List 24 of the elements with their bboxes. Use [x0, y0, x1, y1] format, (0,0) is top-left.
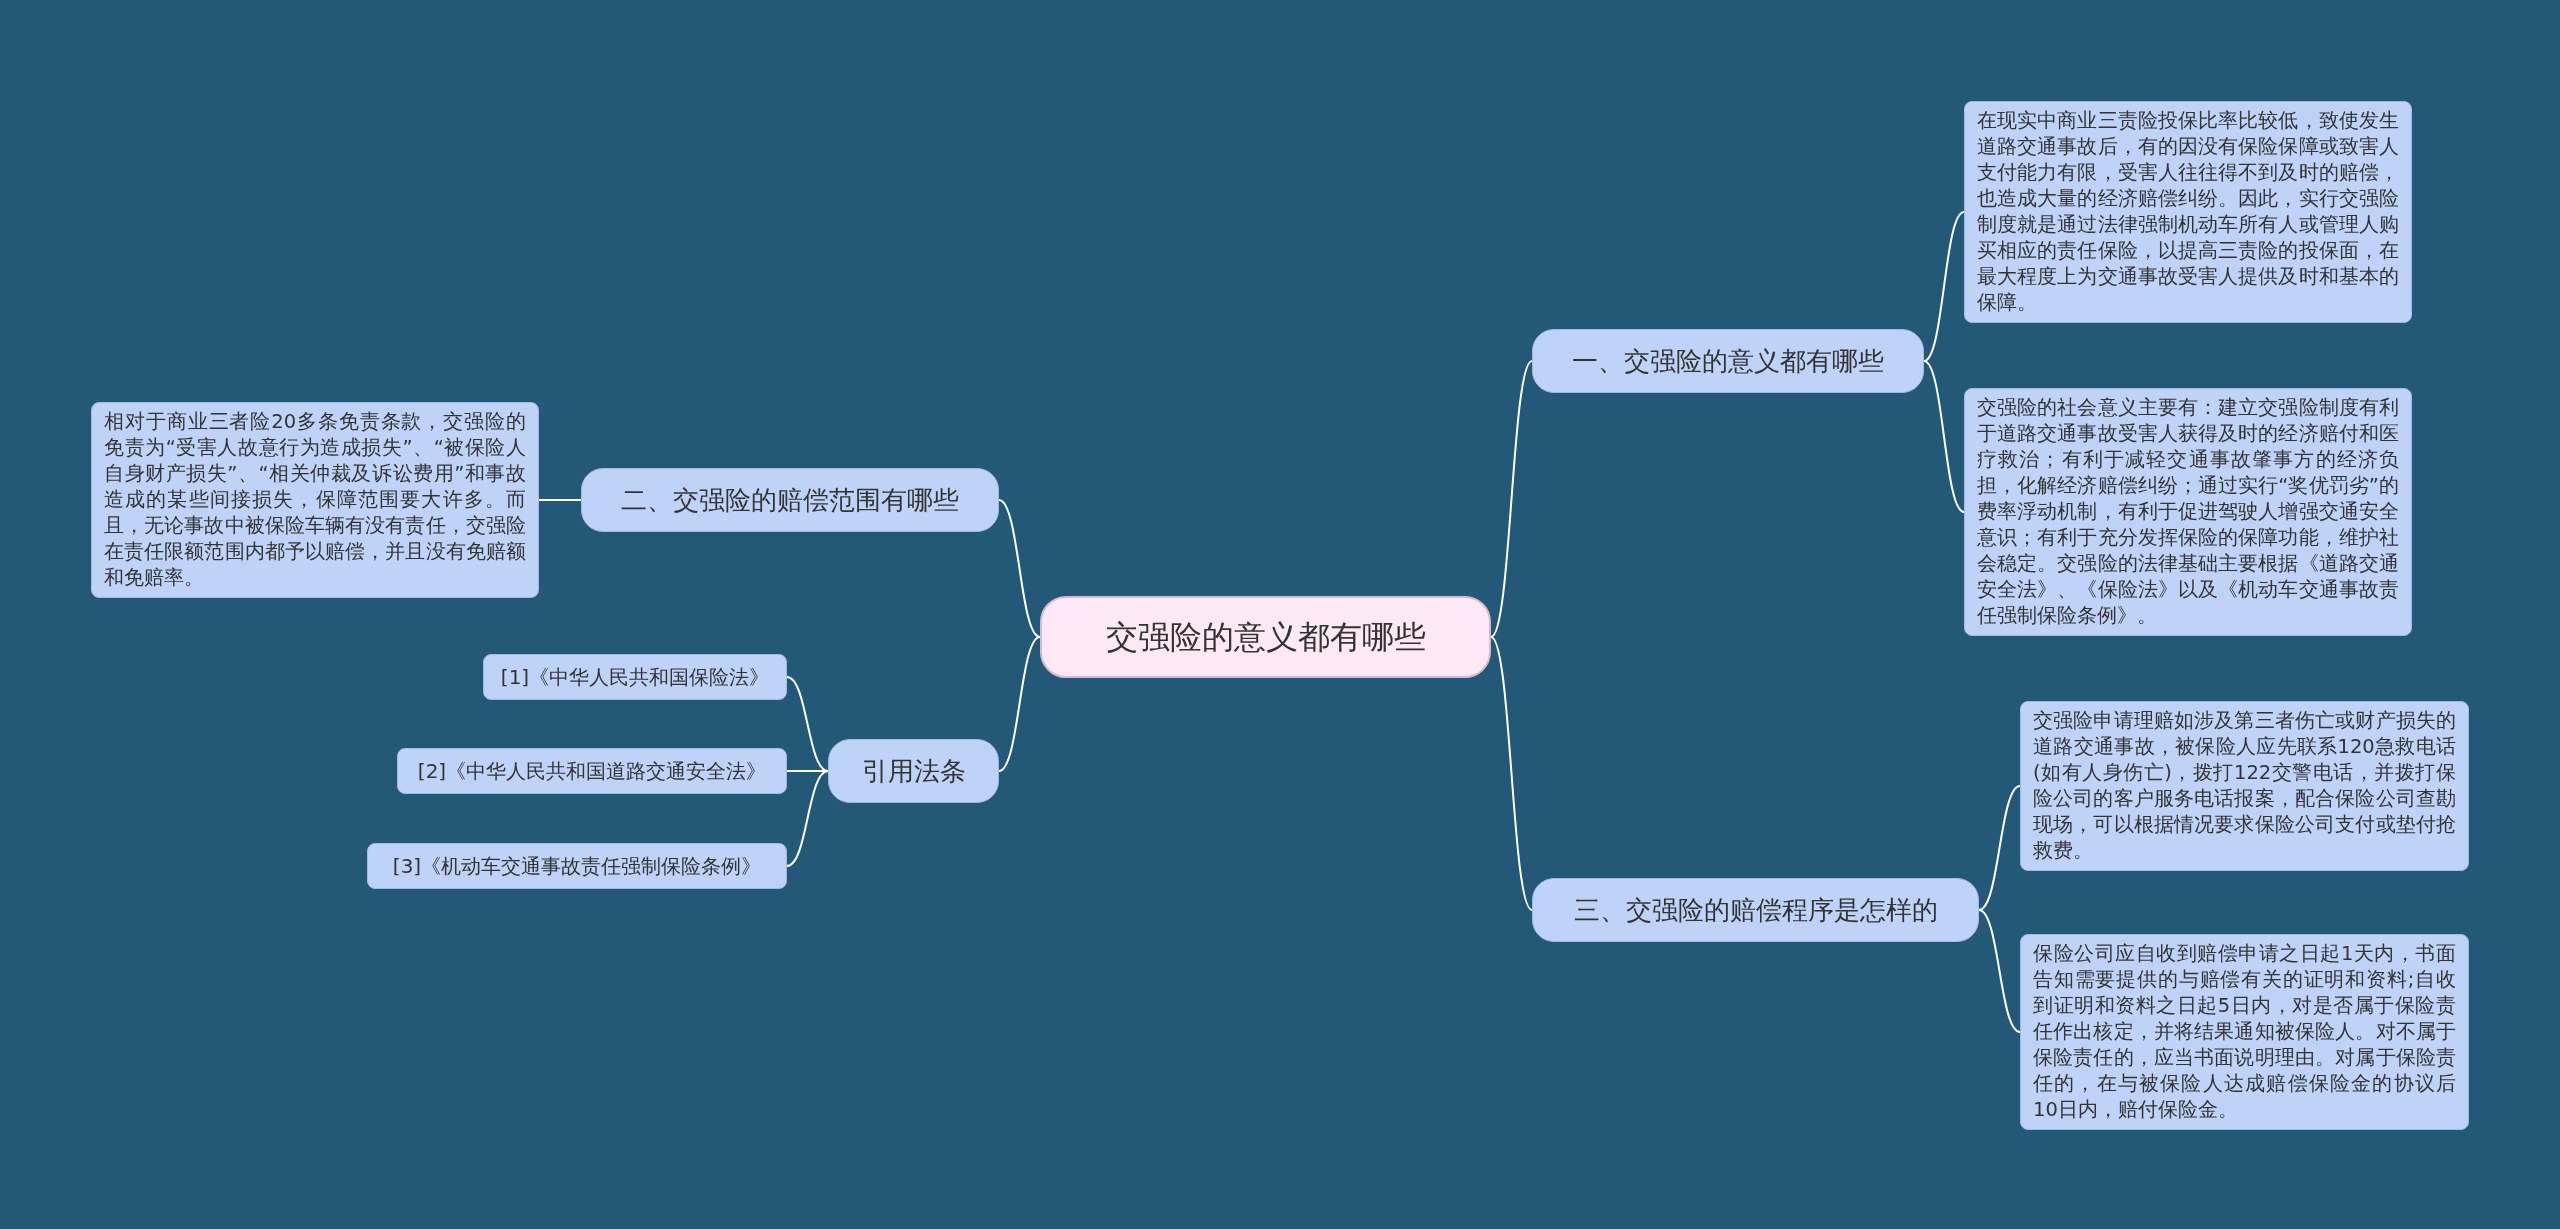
connector-line — [1490, 636, 1533, 911]
connector-line — [1490, 360, 1533, 638]
connector-line — [1978, 909, 2021, 1033]
detail-note: 相对于商业三者险20多条免责条款，交强险的免责为“受害人故意行为造成损失”、“被保险人自身财产损失”、“相关仲裁及诉讼费用”和事故造成的某些间接损失，保障范围要大许多。而且，无论事故中被保险车辆有没有责任，交强险在责任限额范围内都予以赔偿，并且没有免赔额和免赔率。 — [91, 402, 539, 598]
central-topic: 交强险的意义都有哪些 — [1040, 596, 1491, 678]
citation-box: [1]《中华人民共和国保险法》 — [483, 654, 787, 700]
citation-box: [2]《中华人民共和国道路交通安全法》 — [397, 748, 787, 794]
branch-topic: 一、交强险的意义都有哪些 — [1532, 329, 1924, 393]
branch-topic: 引用法条 — [828, 739, 999, 803]
connector-line — [1923, 360, 1965, 513]
detail-note: 交强险申请理赔如涉及第三者伤亡或财产损失的道路交通事故，被保险人应先联系120急救电话(如有人身伤亡)，拨打122交警电话，并拨打保险公司的客户服务电话报案，配合保险公司查勘现场，可以根据情况要求保险公司支付或垫付抢救费。 — [2020, 701, 2469, 871]
detail-note: 交强险的社会意义主要有：建立交强险制度有利于道路交通事故受害人获得及时的经济赔付和医疗救治；有利于减轻交通事故肇事方的经济负担，化解经济赔偿纠纷；通过实行“奖优罚劣”的费率浮动机制，有利于促进驾驶人增强交通安全意识；有利于充分发挥保险的保障功能，维护社会稳定。交强险的法律基础主要根据《道路交通安全法》、《保险法》以及《机动车交通事故责任强制保险条例》。 — [1964, 388, 2412, 636]
connector-line — [998, 636, 1041, 772]
connector-line — [538, 499, 582, 501]
connector-line — [998, 499, 1041, 638]
connector-line — [1978, 785, 2021, 911]
detail-note: 保险公司应自收到赔偿申请之日起1天内，书面告知需要提供的与赔偿有关的证明和资料;自收到证明和资料之日起5日内，对是否属于保险责任作出核定，并将结果通知被保险人。对不属于保险责任的，应当书面说明理由。对属于保险责任的，在与被保险人达成赔偿保险金的协议后10日内，赔付保险金。 — [2020, 934, 2469, 1130]
connector-line — [786, 770, 829, 867]
connector-line — [1923, 211, 1965, 362]
citation-box: [3]《机动车交通事故责任强制保险条例》 — [367, 843, 787, 889]
branch-topic: 二、交强险的赔偿范围有哪些 — [581, 468, 999, 532]
branch-topic: 三、交强险的赔偿程序是怎样的 — [1532, 878, 1979, 942]
connector-line — [786, 676, 829, 772]
detail-note: 在现实中商业三责险投保比率比较低，致使发生道路交通事故后，有的因没有保险保障或致害人支付能力有限，受害人往往得不到及时的赔偿，也造成大量的经济赔偿纠纷。因此，实行交强险制度就是通过法律强制机动车所有人或管理人购买相应的责任保险，以提高三责险的投保面，在最大程度上为交通事故受害人提供及时和基本的保障。 — [1964, 101, 2412, 323]
